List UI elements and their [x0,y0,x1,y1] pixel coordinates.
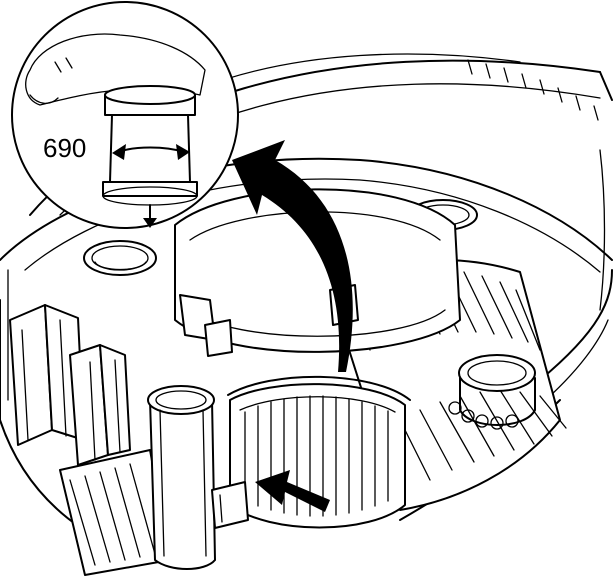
rim-fins [467,59,599,121]
tool-number-label: 690 [43,133,86,163]
snap-ring-slot [211,481,249,529]
pointer-arrow [255,470,330,512]
bearing-cup-left [83,240,157,276]
lower-left-gear [59,449,171,576]
tool-690 [102,85,198,228]
bushing-tube [147,385,216,570]
detail-callout: 690 [11,1,239,229]
bearing-balls [448,401,519,430]
lift-arrow [232,140,353,372]
ribs-left [9,304,131,466]
